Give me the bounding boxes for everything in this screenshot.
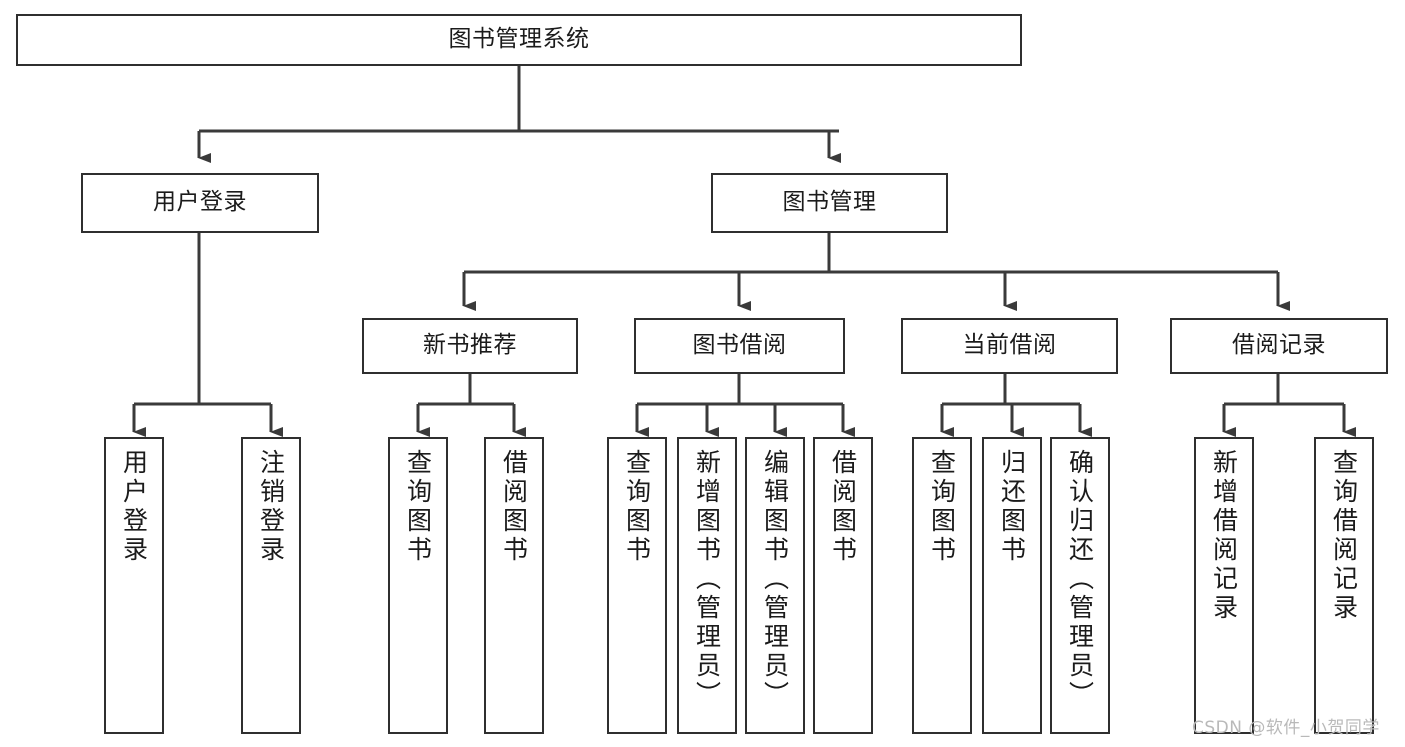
node-book-borrow[interactable]: 图书借阅 (634, 318, 845, 374)
node-leaf-borrow-book-2-label: 借阅图书 (828, 449, 858, 565)
node-leaf-add-book[interactable]: 新增图书（管理员） (677, 437, 737, 734)
node-borrow-record[interactable]: 借阅记录 (1170, 318, 1388, 374)
node-leaf-return-book-label: 归还图书 (997, 449, 1027, 565)
node-borrow-record-label: 借阅记录 (1232, 332, 1326, 359)
node-book-manage[interactable]: 图书管理 (711, 173, 948, 233)
node-leaf-query-record[interactable]: 查询借阅记录 (1314, 437, 1374, 734)
node-user-login-label: 用户登录 (153, 189, 247, 216)
node-leaf-edit-book-label: 编辑图书（管理员） (760, 449, 790, 710)
csdn-watermark: CSDN @软件_小贺同学 (1192, 718, 1380, 738)
node-leaf-add-record[interactable]: 新增借阅记录 (1194, 437, 1254, 734)
node-leaf-query-book-1-label: 查询图书 (403, 449, 433, 565)
node-leaf-edit-book[interactable]: 编辑图书（管理员） (745, 437, 805, 734)
node-book-borrow-label: 图书借阅 (692, 332, 787, 359)
node-leaf-confirm-return-label: 确认归还（管理员） (1065, 449, 1095, 710)
node-leaf-user-login[interactable]: 用户登录 (104, 437, 164, 734)
node-leaf-return-book[interactable]: 归还图书 (982, 437, 1042, 734)
node-leaf-query-record-label: 查询借阅记录 (1329, 449, 1359, 623)
node-leaf-user-logout[interactable]: 注销登录 (241, 437, 301, 734)
node-current-borrow-label: 当前借阅 (962, 332, 1057, 359)
node-leaf-query-book-3-label: 查询图书 (927, 449, 957, 565)
node-leaf-borrow-book-1-label: 借阅图书 (499, 449, 529, 565)
node-leaf-user-logout-label: 注销登录 (256, 449, 286, 565)
node-user-login[interactable]: 用户登录 (81, 173, 319, 233)
node-new-book-recommend[interactable]: 新书推荐 (362, 318, 578, 374)
node-leaf-add-record-label: 新增借阅记录 (1209, 449, 1239, 623)
node-leaf-confirm-return[interactable]: 确认归还（管理员） (1050, 437, 1110, 734)
node-root[interactable]: 图书管理系统 (16, 14, 1022, 66)
node-leaf-query-book-1[interactable]: 查询图书 (388, 437, 448, 734)
node-book-manage-label: 图书管理 (782, 189, 877, 216)
node-leaf-user-login-label: 用户登录 (119, 449, 149, 565)
node-leaf-add-book-label: 新增图书（管理员） (692, 449, 722, 710)
node-leaf-query-book-3[interactable]: 查询图书 (912, 437, 972, 734)
node-current-borrow[interactable]: 当前借阅 (901, 318, 1118, 374)
node-leaf-borrow-book-2[interactable]: 借阅图书 (813, 437, 873, 734)
node-leaf-query-book-2[interactable]: 查询图书 (607, 437, 667, 734)
node-new-book-recommend-label: 新书推荐 (423, 332, 517, 359)
node-root-label: 图书管理系统 (448, 26, 590, 53)
node-leaf-query-book-2-label: 查询图书 (622, 449, 652, 565)
node-leaf-borrow-book-1[interactable]: 借阅图书 (484, 437, 544, 734)
